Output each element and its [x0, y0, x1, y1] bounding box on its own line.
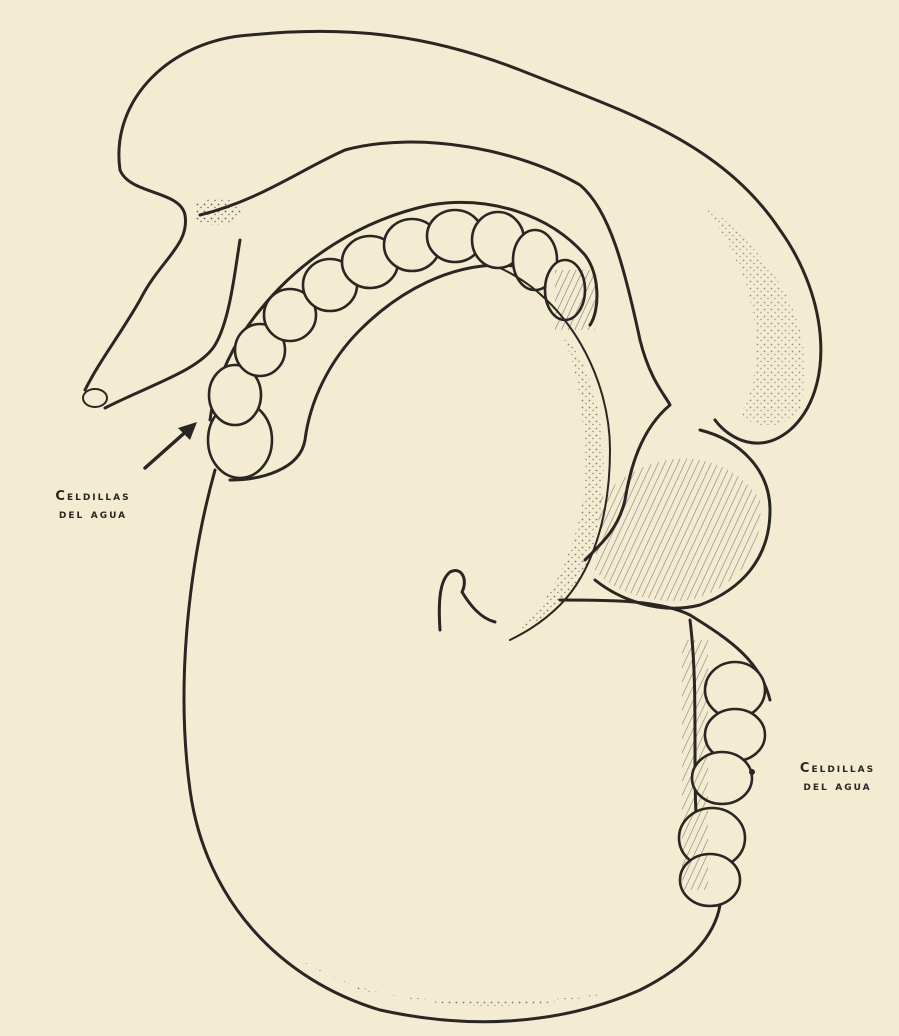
pointer-dot: [749, 769, 755, 775]
limb-bud-hatching: [595, 459, 760, 601]
head-shading: [700, 200, 805, 426]
label-left-line2: del agua: [18, 506, 168, 524]
snout-outline: [85, 170, 186, 390]
label-water-cells-left: Celdillas del agua: [18, 488, 168, 523]
upper-somite-chain: [208, 202, 597, 480]
snout-opening: [83, 389, 107, 407]
label-right-line2: del agua: [770, 778, 899, 796]
label-right-line1: Celdillas: [770, 760, 899, 778]
vitelline-stalk: [439, 571, 495, 630]
label-left-line1: Celdillas: [18, 488, 168, 506]
arrow-icon: [145, 422, 197, 468]
heart-shading: [520, 330, 603, 630]
label-water-cells-right: Celdillas del agua: [770, 760, 899, 795]
